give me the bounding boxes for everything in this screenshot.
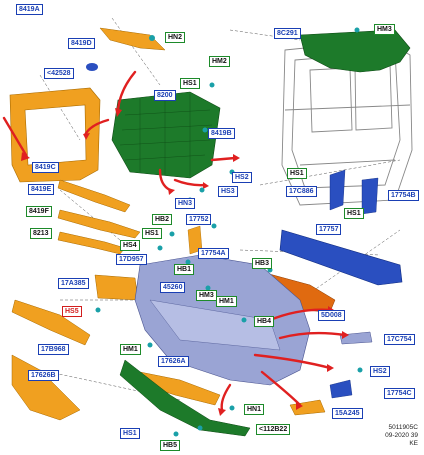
side-bracket-left <box>329 169 346 211</box>
label-HS4: HS4 <box>120 240 140 251</box>
label-HN2: HN2 <box>165 32 186 43</box>
label-HM1-mid: HM1 <box>216 296 237 307</box>
label-HS3: HS3 <box>218 186 238 197</box>
label-17D957: 17D957 <box>116 254 147 265</box>
lower-trim-left <box>11 299 91 346</box>
footer-date: 09-2020 39 <box>385 432 418 439</box>
label-HM3-mid: HM3 <box>196 290 217 301</box>
upper-air-seal <box>299 29 411 73</box>
label-HB2: HB2 <box>152 214 173 225</box>
label-8419D: 8419D <box>68 38 95 49</box>
fasteners <box>95 27 363 437</box>
grille-reinforcement-ribs <box>119 94 213 176</box>
label-HS1-right-b: HS1 <box>344 208 364 219</box>
emblem-42528 <box>86 63 98 71</box>
diagram-footer: 5011905C 09-2020 39 KE <box>385 424 418 448</box>
label-45260: 45260 <box>160 282 186 293</box>
label-8C291: 8C291 <box>274 28 301 39</box>
label-HM2: HM2 <box>209 56 230 67</box>
grille-strip-upper <box>57 179 131 213</box>
label-HB3: HB3 <box>252 258 273 269</box>
label-HB1: HB1 <box>174 264 195 275</box>
label-HS2-lower: HS2 <box>370 366 390 377</box>
label-8419C: 8419C <box>32 162 59 173</box>
label-HS1-bottom: HS1 <box>120 428 140 439</box>
grille-top-molding <box>99 27 166 51</box>
label-HN1: HN1 <box>244 404 265 415</box>
footer-code: 5011905C <box>388 424 418 431</box>
side-bracket-right <box>361 177 379 215</box>
bumper-cover-detail <box>149 299 281 351</box>
label-17A385: 17A385 <box>58 278 89 289</box>
label-HS5: HS5 <box>62 306 82 317</box>
red-arrows <box>2 70 347 412</box>
label-8213: 8213 <box>30 228 52 239</box>
label-17754B: 17754B <box>388 190 419 201</box>
label-17626A: 17626A <box>158 356 189 367</box>
label-17626B: 17626B <box>28 370 59 381</box>
label-17C754: 17C754 <box>384 334 415 345</box>
label-HM1-low: HM1 <box>120 344 141 355</box>
label-17754A: 17754A <box>198 248 229 259</box>
label-HB5: HB5 <box>160 440 181 451</box>
label-HS1-right-a: HS1 <box>287 168 307 179</box>
red-arrowheads <box>21 108 349 416</box>
label-HB4: HB4 <box>254 316 275 327</box>
label-17C886: 17C886 <box>286 186 317 197</box>
label-42528: <42528 <box>44 68 74 79</box>
label-8419B: 8419B <box>208 128 235 139</box>
label-17752: 17752 <box>186 214 212 225</box>
label-17754C: 17754C <box>384 388 415 399</box>
label-17757: 17757 <box>316 224 342 235</box>
footer-initials: KE <box>409 440 418 447</box>
grille-strip-middle <box>57 209 141 239</box>
label-8200: 8200 <box>154 90 176 101</box>
label-8419E: 8419E <box>28 184 55 195</box>
label-HN3: HN3 <box>175 198 196 209</box>
bracket-15A245 <box>289 399 326 416</box>
grille-reinforcement <box>111 91 221 179</box>
bumper-reinforcement-beam <box>279 229 403 286</box>
label-17B968: 17B968 <box>38 344 69 355</box>
label-8419F: 8419F <box>26 206 52 217</box>
label-112B22: <112B22 <box>256 424 291 435</box>
bracket-17754C <box>329 379 353 399</box>
label-8419A: 8419A <box>16 4 43 15</box>
grille-strip-lower <box>57 231 126 255</box>
label-HS1-mid: HS1 <box>142 228 162 239</box>
label-15A245: 15A245 <box>332 408 363 419</box>
lower-skid-plate <box>11 354 81 421</box>
label-HM3-top: HM3 <box>374 24 395 35</box>
label-HS2-upper: HS2 <box>232 172 252 183</box>
lower-air-deflector <box>119 359 251 437</box>
label-HS1-top: HS1 <box>180 78 200 89</box>
label-5D008: 5D008 <box>318 310 345 321</box>
license-plate-bracket <box>94 274 139 301</box>
